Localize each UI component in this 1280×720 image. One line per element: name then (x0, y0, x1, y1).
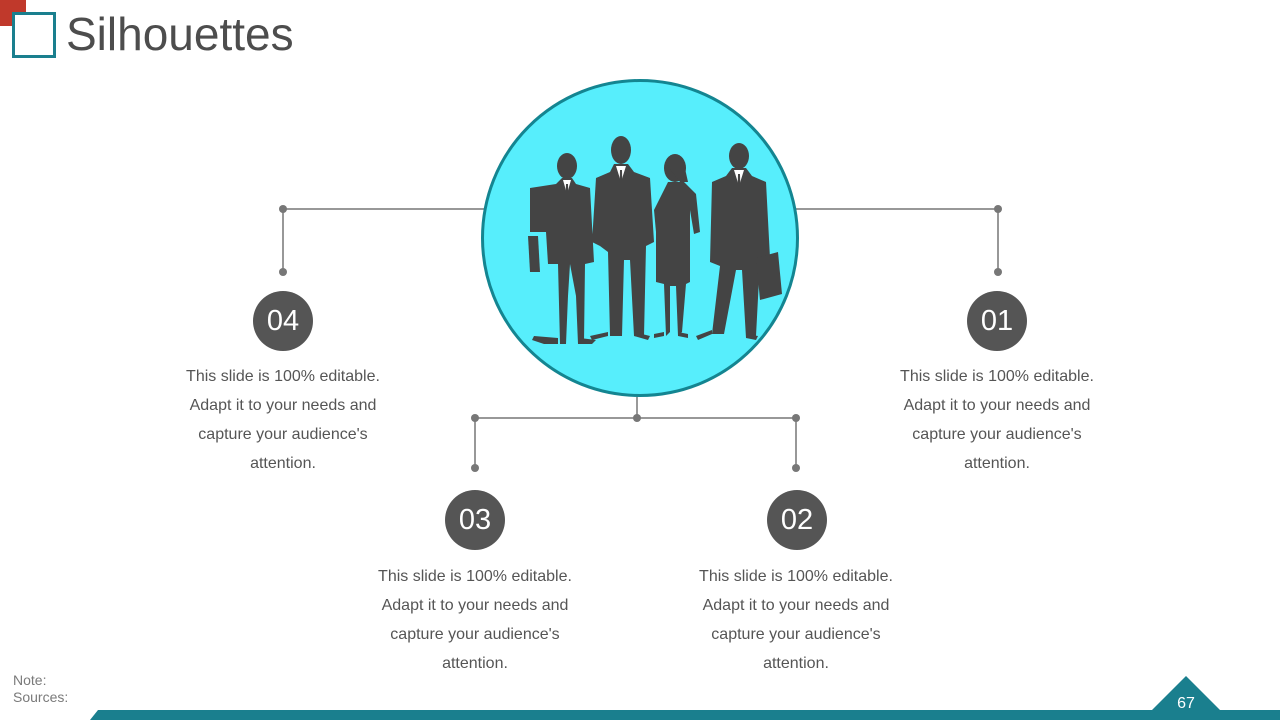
item-02-number-badge: 02 (767, 490, 827, 550)
connector-dot (792, 464, 800, 472)
connector-dot (994, 268, 1002, 276)
note-label: Note: (13, 672, 47, 688)
connector-dot (279, 205, 287, 213)
item-04-number-badge: 04 (253, 291, 313, 351)
hero-circle (481, 79, 799, 397)
footer-notes: Note: Sources: (13, 672, 68, 706)
connector-dot (633, 414, 641, 422)
item-03-number-badge: 03 (445, 490, 505, 550)
item-04-description: This slide is 100% editable. Adapt it to… (186, 368, 380, 472)
page-number: 67 (1177, 695, 1195, 712)
page-title: Silhouettes (66, 8, 294, 60)
title-accent-outline-box (12, 12, 56, 58)
item-01-number-badge: 01 (967, 291, 1027, 351)
connector-dot (279, 268, 287, 276)
footer-strip (90, 710, 1280, 720)
connector-dot (792, 414, 800, 422)
connector-dot (471, 414, 479, 422)
page-number-tab (1150, 676, 1222, 712)
sources-label: Sources: (13, 689, 69, 705)
connector-dot (994, 205, 1002, 213)
item-01-description: This slide is 100% editable. Adapt it to… (900, 368, 1094, 472)
connector-dot (471, 464, 479, 472)
item-02-description: This slide is 100% editable. Adapt it to… (699, 568, 893, 672)
business-people-silhouette-icon (528, 136, 782, 344)
item-03-description: This slide is 100% editable. Adapt it to… (378, 568, 572, 672)
